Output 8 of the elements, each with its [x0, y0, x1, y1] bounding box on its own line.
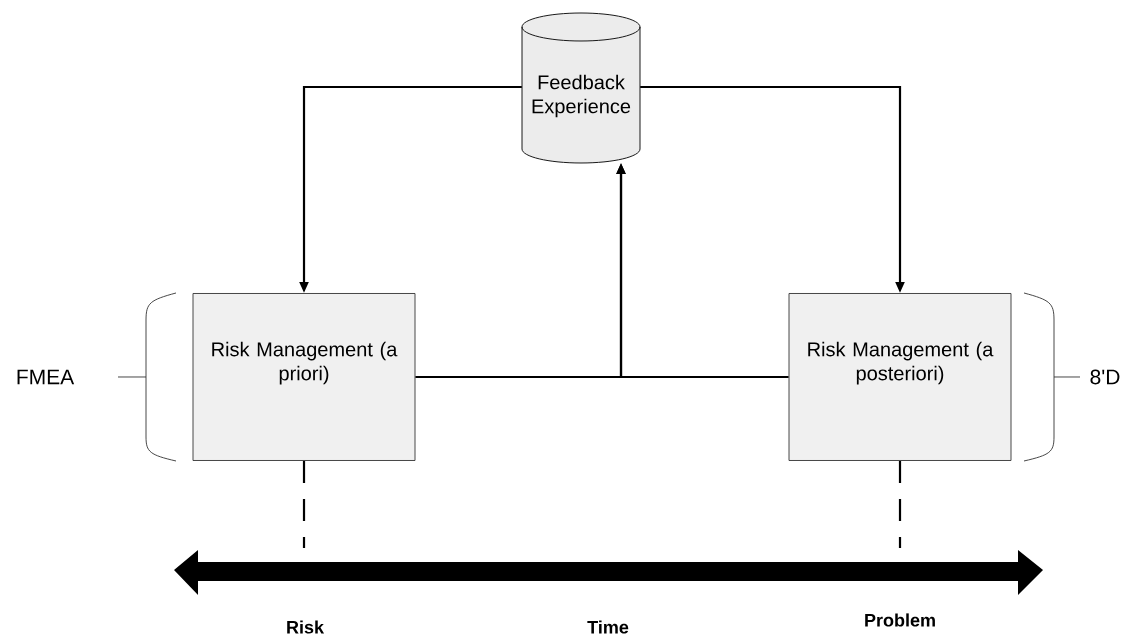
database-cylinder: Feedback Experience	[521, 12, 641, 164]
axis-label: Risk	[287, 620, 325, 634]
axis-label: Time	[587, 620, 629, 634]
method-label: FMEA	[17, 369, 75, 385]
process-box: Risk Management (a priori)	[192, 293, 416, 461]
process-box: Risk Management (a posteriori)	[788, 293, 1012, 461]
method-label: 8'D	[1090, 369, 1120, 385]
axis-label: Problem	[865, 613, 935, 627]
